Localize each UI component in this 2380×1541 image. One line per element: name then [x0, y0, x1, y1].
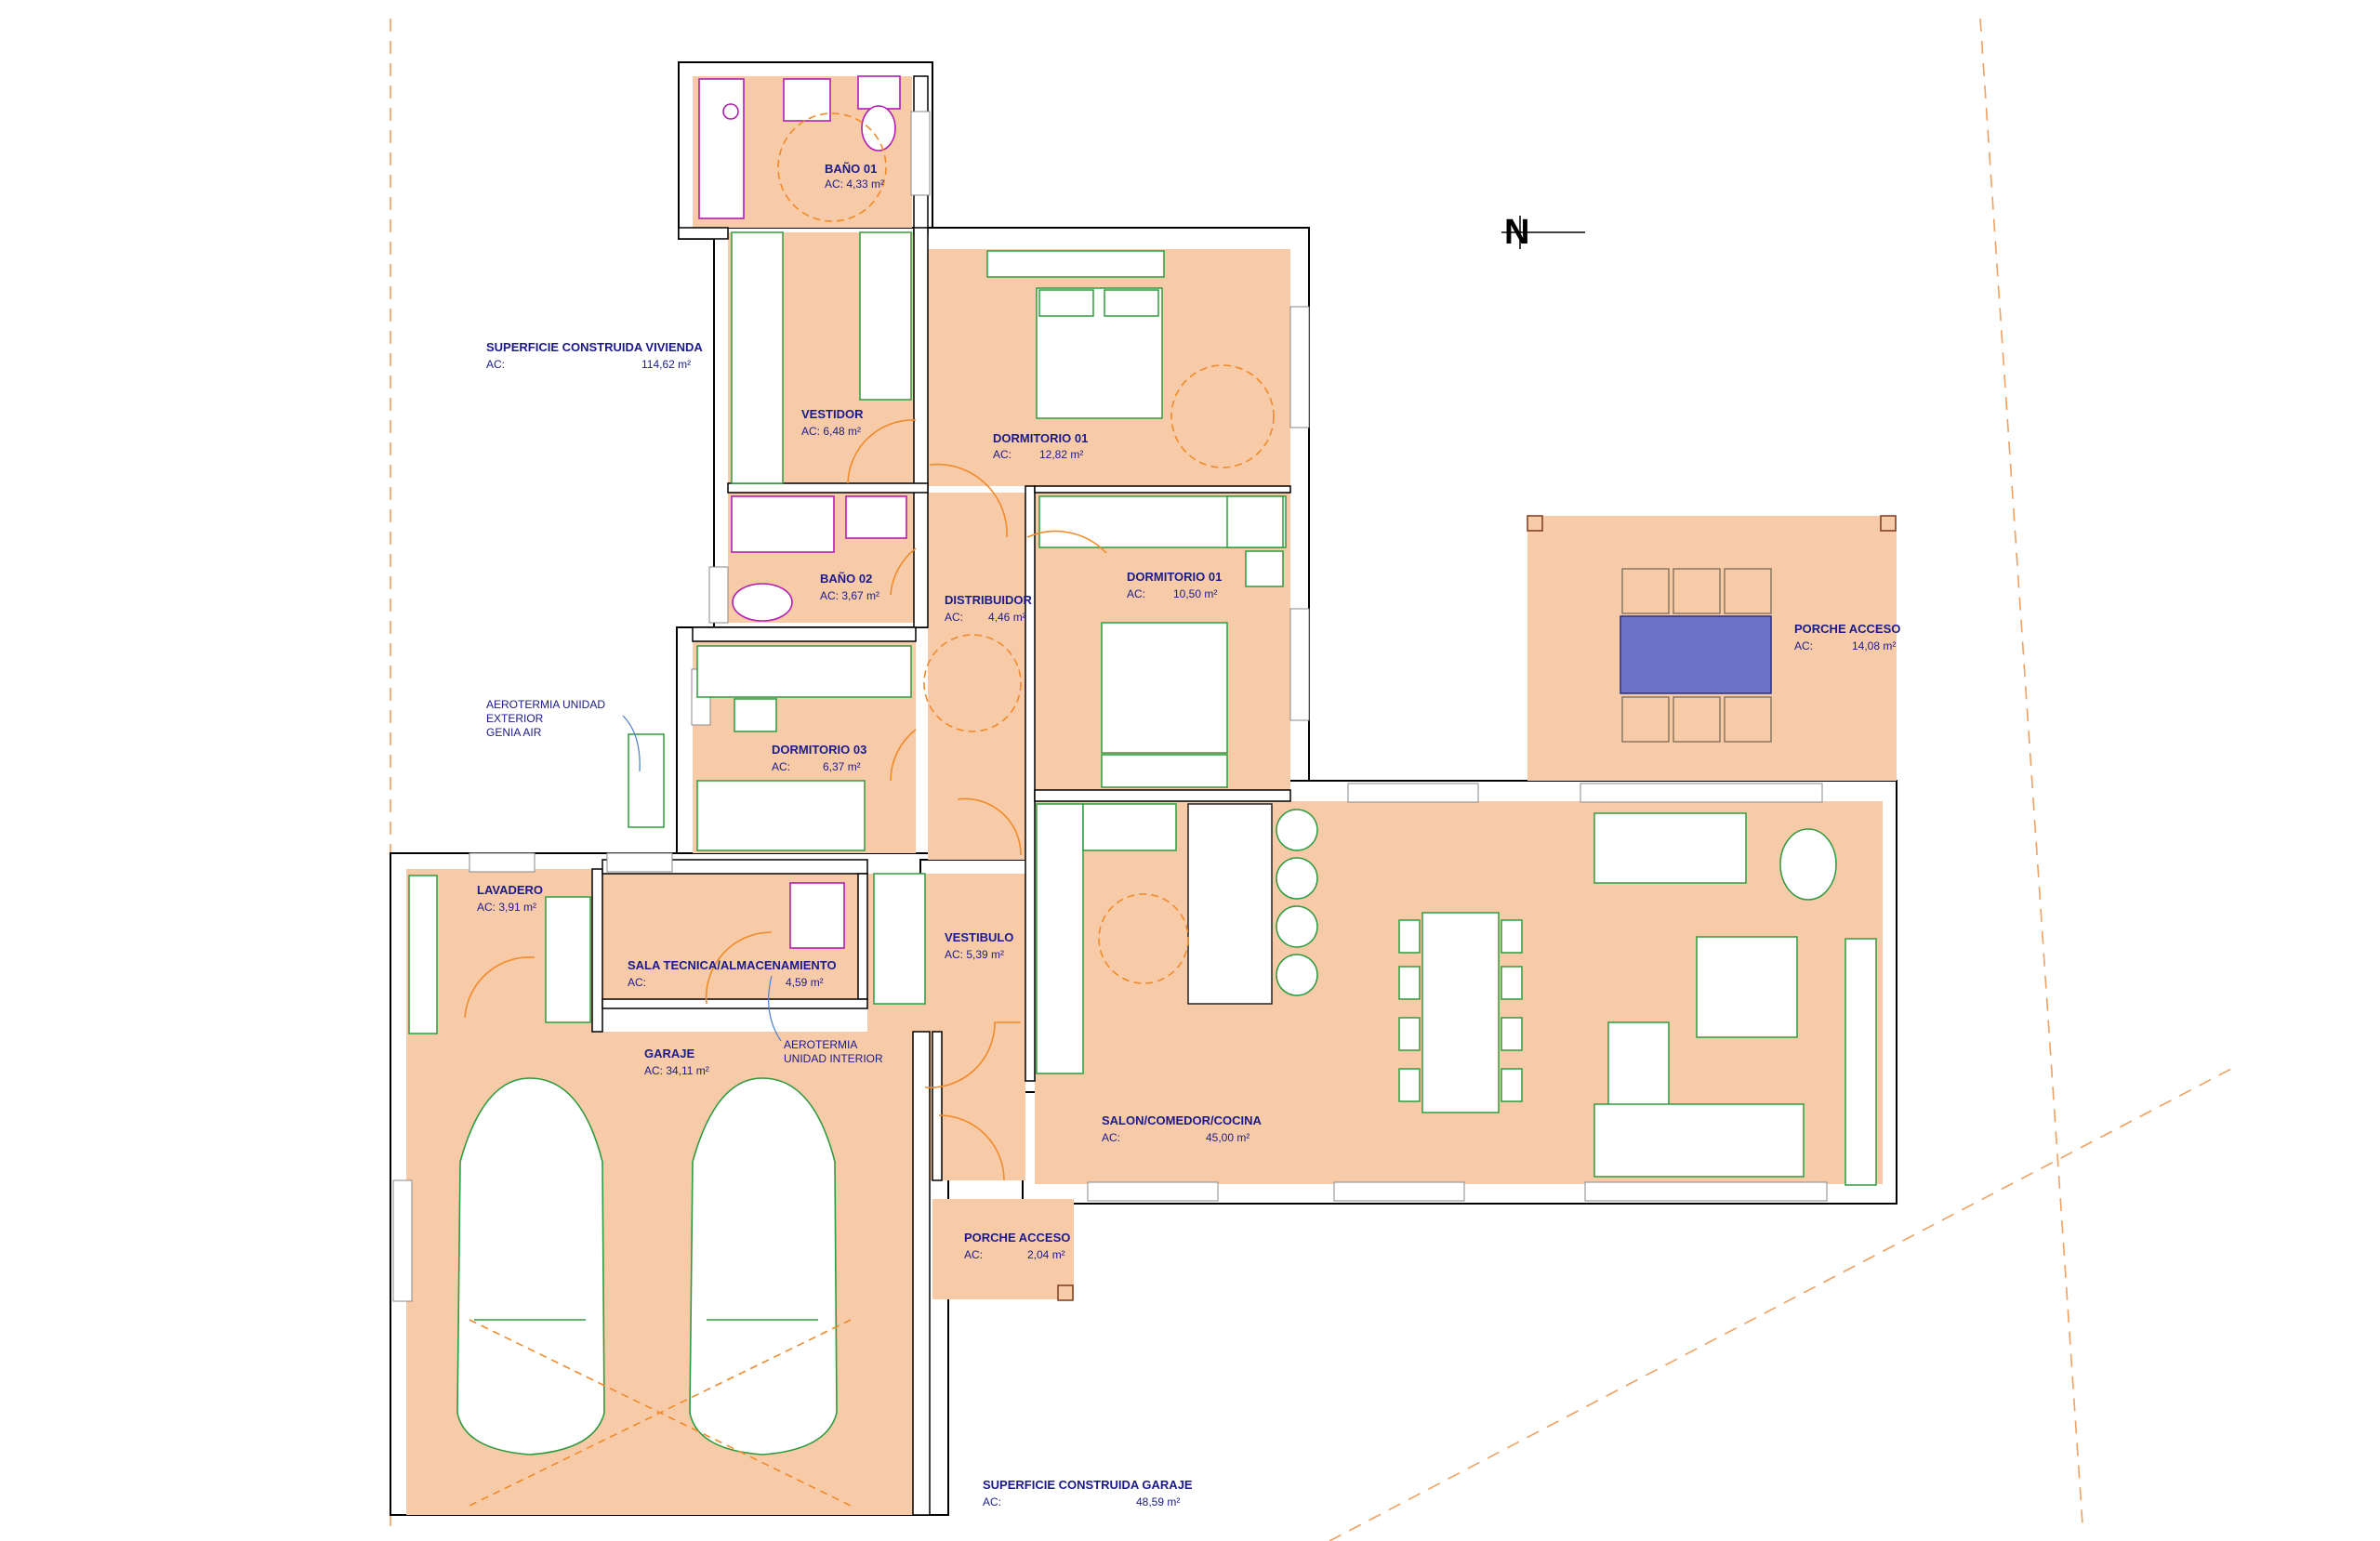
- room-area-prefix-salon: AC:: [1102, 1131, 1120, 1144]
- room-area-value-porche1: 14,08 m²: [1852, 639, 1896, 652]
- note-aero-ext-line1: AEROTERMIA UNIDAD: [486, 698, 605, 711]
- room-area-prefix-distribuidor: AC:: [945, 611, 963, 624]
- room-name-vestidor: VESTIDOR: [801, 407, 864, 421]
- room-area-value-dorm03: 6,37 m²: [823, 760, 861, 773]
- room-area-bano02: AC: 3,67 m²: [820, 589, 879, 602]
- room-area-value-porche2: 2,04 m²: [1027, 1248, 1065, 1261]
- room-area-prefix-dorm01b: AC:: [1127, 587, 1145, 600]
- room-area-lavadero: AC: 3,91 m²: [477, 901, 536, 914]
- room-area-value-distribuidor: 4,46 m²: [988, 611, 1026, 624]
- room-name-garaje: GARAJE: [644, 1047, 695, 1060]
- summary-title-garaje: SUPERFICIE CONSTRUIDA GARAJE: [983, 1478, 1193, 1492]
- room-name-dorm01a: DORMITORIO 01: [993, 431, 1088, 445]
- room-area-prefix-dorm03: AC:: [772, 760, 790, 773]
- room-name-distribuidor: DISTRIBUIDOR: [945, 593, 1033, 607]
- room-name-salon: SALON/COMEDOR/COCINA: [1102, 1113, 1263, 1127]
- garage-cars: [456, 1077, 852, 1507]
- furniture: [408, 75, 1877, 1186]
- north-arrow-label: N: [1504, 213, 1529, 252]
- summary-value-garaje: 48,59 m²: [1136, 1495, 1180, 1508]
- room-area-value-salatec: 4,59 m²: [786, 976, 824, 989]
- room-name-salatec: SALA TECNICA/ALMACENAMIENTO: [628, 958, 837, 972]
- room-name-lavadero: LAVADERO: [477, 883, 543, 897]
- summary-prefix-garaje: AC:: [983, 1495, 1001, 1508]
- summary-title-vivienda: SUPERFICIE CONSTRUIDA VIVIENDA: [486, 340, 703, 354]
- room-labels: BAÑO 01 AC: 4,33 m² VESTIDOR AC: 6,48 m²…: [477, 162, 1900, 1261]
- room-name-porche2: PORCHE ACCESO: [964, 1231, 1070, 1245]
- room-area-prefix-porche2: AC:: [964, 1248, 983, 1261]
- room-area-value-dorm01b: 10,50 m²: [1173, 587, 1217, 600]
- room-name-dorm01b: DORMITORIO 01: [1127, 570, 1222, 584]
- plot-boundary: [390, 18, 2232, 1541]
- room-area-vestidor: AC: 6,48 m²: [801, 425, 861, 438]
- summary-prefix-vivienda: AC:: [486, 358, 505, 371]
- note-aero-ext-line2: EXTERIOR: [486, 712, 544, 725]
- summary-value-vivienda: 114,62 m²: [641, 358, 691, 371]
- room-area-value-dorm01a: 12,82 m²: [1039, 448, 1083, 461]
- porch-columns: [1057, 515, 1897, 1301]
- room-area-prefix-porche1: AC:: [1794, 639, 1813, 652]
- room-area-value-salon: 45,00 m²: [1206, 1131, 1250, 1144]
- room-name-porche1: PORCHE ACCESO: [1794, 622, 1900, 636]
- room-area-prefix-dorm01a: AC:: [993, 448, 1012, 461]
- note-aero-ext-line3: GENIA AIR: [486, 726, 542, 739]
- area-summaries: SUPERFICIE CONSTRUIDA VIVIENDA AC: 114,6…: [486, 340, 1193, 1508]
- room-name-bano01: BAÑO 01: [825, 162, 877, 176]
- room-area-bano01: AC: 4,33 m²: [825, 178, 884, 191]
- equipment-notes: AEROTERMIA UNIDAD EXTERIOR GENIA AIR AER…: [486, 698, 883, 1065]
- room-name-dorm03: DORMITORIO 03: [772, 743, 866, 757]
- note-aero-int-line1: AEROTERMIA: [784, 1038, 857, 1051]
- room-name-vestibulo: VESTIBULO: [945, 930, 1013, 944]
- windows: [392, 111, 1828, 1302]
- room-area-garaje: AC: 34,11 m²: [644, 1064, 709, 1077]
- door-swings: [464, 419, 1107, 1181]
- room-name-bano02: BAÑO 02: [820, 572, 872, 586]
- room-area-vestibulo: AC: 5,39 m²: [945, 948, 1004, 961]
- room-area-prefix-salatec: AC:: [628, 976, 646, 989]
- north-arrow: N: [1501, 213, 1585, 252]
- note-aero-int-line2: UNIDAD INTERIOR: [784, 1052, 883, 1065]
